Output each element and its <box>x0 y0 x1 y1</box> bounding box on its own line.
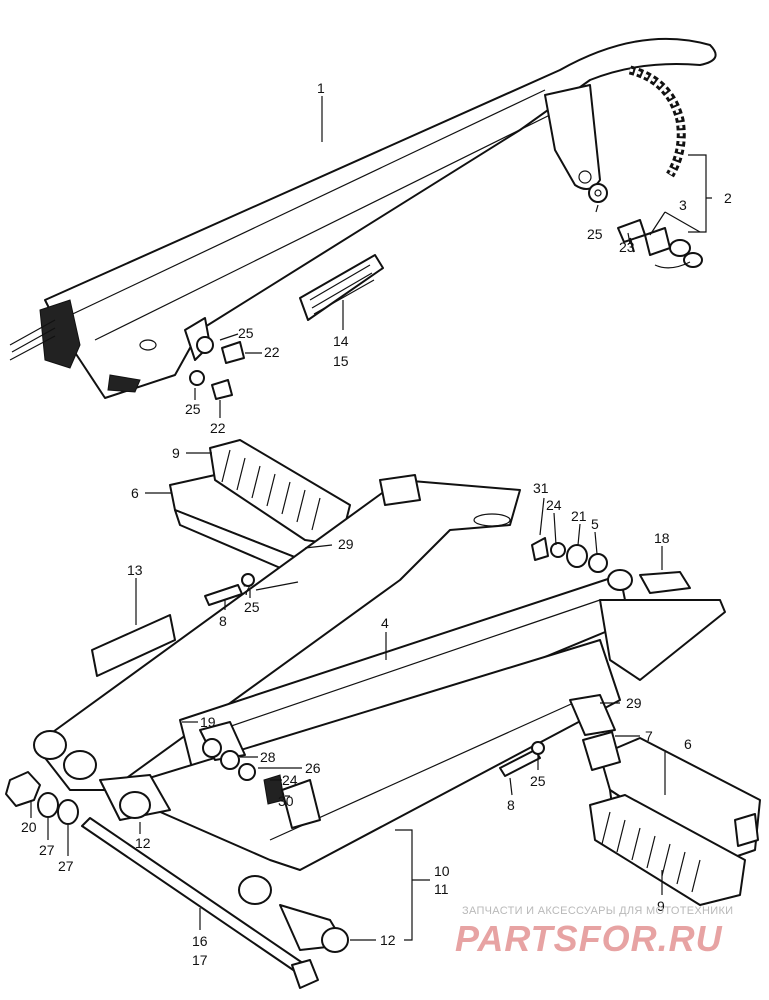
callout-9: 9 <box>657 898 665 914</box>
leader-lines <box>30 96 712 941</box>
washer <box>57 799 79 825</box>
callout-7: 7 <box>645 728 653 744</box>
bolt-8-lower <box>499 741 545 777</box>
label-sticker <box>91 614 176 677</box>
callout-25: 25 <box>185 401 201 417</box>
right-side-hardware <box>531 537 691 594</box>
callout-10: 10 <box>434 863 450 879</box>
drive-chain <box>628 65 686 178</box>
callout-7: 7 <box>243 582 251 598</box>
callout-29: 29 <box>338 536 354 552</box>
callout-11: 11 <box>434 881 449 897</box>
pivot-nut <box>5 771 41 807</box>
callout-31: 31 <box>533 480 549 496</box>
callout-6: 6 <box>131 485 139 501</box>
callout-9: 9 <box>172 445 180 461</box>
pivot-bushing <box>33 730 171 821</box>
callout-3: 3 <box>679 197 687 213</box>
chain-case <box>9 37 717 399</box>
right-footpeg-rubber <box>589 794 746 906</box>
callout-22: 22 <box>264 344 280 360</box>
callout-18: 18 <box>654 530 670 546</box>
callout-1: 1 <box>317 80 325 96</box>
callout-20: 20 <box>21 819 37 835</box>
callout-4: 4 <box>381 615 389 631</box>
callout-12: 12 <box>380 932 396 948</box>
callout-2: 2 <box>724 190 732 206</box>
callout-12: 12 <box>135 835 151 851</box>
callout-25: 25 <box>238 325 254 341</box>
callout-17: 17 <box>192 952 208 968</box>
callout-8: 8 <box>507 797 515 813</box>
pivot-bolt <box>81 817 319 989</box>
callout-13: 13 <box>127 562 143 578</box>
callout-29: 29 <box>626 695 642 711</box>
callout-24: 24 <box>546 497 562 513</box>
watermark-tagline: ЗАПЧАСТИ И АКСЕССУАРЫ ДЛЯ МОТОТЕХНИКИ <box>462 905 734 917</box>
bolt <box>617 219 646 253</box>
pivot-bushing-lower <box>238 875 349 953</box>
callout-labels: 1 2 3 25 23 25 22 25 22 14 15 9 6 29 7 8… <box>21 80 732 968</box>
washer <box>37 792 59 818</box>
callout-27: 27 <box>39 842 55 858</box>
chain-master-link <box>644 227 703 269</box>
callout-27: 27 <box>58 858 74 874</box>
callout-30: 30 <box>278 793 294 809</box>
callout-16: 16 <box>192 933 208 949</box>
callout-26: 26 <box>305 760 321 776</box>
callout-23: 23 <box>619 239 635 255</box>
callout-25: 25 <box>530 773 546 789</box>
callout-25: 25 <box>587 226 603 242</box>
washer <box>588 183 608 203</box>
callout-28: 28 <box>260 749 276 765</box>
callout-21: 21 <box>571 508 587 524</box>
callout-5: 5 <box>591 516 599 532</box>
callout-25: 25 <box>244 599 260 615</box>
callout-6: 6 <box>684 736 692 752</box>
callout-8: 8 <box>219 613 227 629</box>
swingarm <box>34 474 726 871</box>
right-footpeg-clip <box>582 731 621 771</box>
callout-24: 24 <box>282 772 298 788</box>
caution-label-plate <box>299 254 384 321</box>
callout-15: 15 <box>333 353 349 369</box>
watermark-logo: PARTSFOR.RU <box>455 918 723 959</box>
callout-19: 19 <box>200 714 216 730</box>
callout-14: 14 <box>333 333 349 349</box>
callout-22: 22 <box>210 420 226 436</box>
